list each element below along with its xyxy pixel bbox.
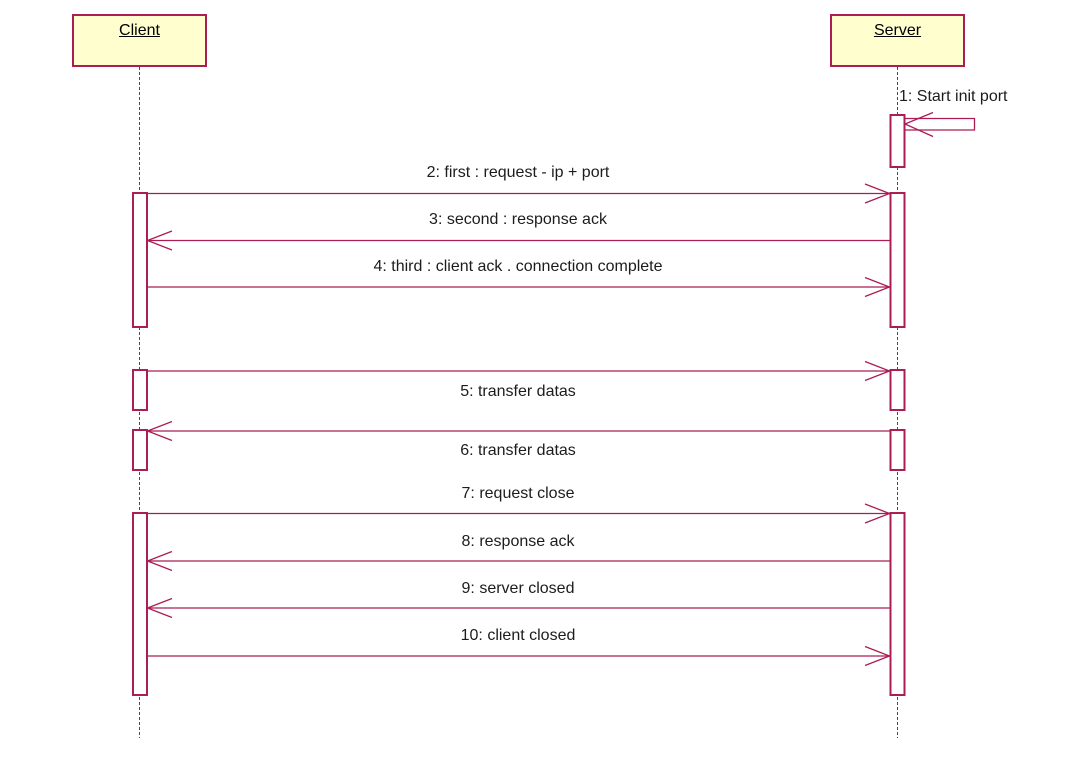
- message-4-arrow: [147, 276, 892, 298]
- message-3-arrow: [145, 230, 891, 251]
- message-label-9: 9: server closed: [461, 580, 575, 597]
- message-8-arrow: [145, 550, 891, 572]
- message-2-arrowhead: [864, 183, 892, 204]
- message-label-5: 5: transfer datas: [460, 383, 576, 400]
- client-activation-send: [132, 369, 148, 411]
- message-9-arrow: [145, 597, 891, 619]
- actor-client: Client: [72, 14, 207, 67]
- message-9-arrowhead: [145, 597, 173, 619]
- message-label-1: 1: Start init port: [899, 88, 1008, 105]
- server-activation-init: [889, 114, 906, 168]
- server-activation-connect: [889, 192, 906, 328]
- message-5-arrowhead: [864, 360, 892, 382]
- server-activation-close: [889, 512, 906, 696]
- message-6-arrowhead: [145, 420, 173, 442]
- message-6-arrow: [145, 420, 891, 442]
- message-8-arrowhead: [145, 550, 173, 572]
- message-3-arrowhead: [145, 230, 173, 251]
- server-activation-receive: [889, 369, 906, 411]
- actor-server-label: Server: [873, 22, 922, 39]
- message-label-3: 3: second : response ack: [429, 211, 607, 228]
- message-2-arrow: [147, 183, 892, 204]
- client-activation-receive: [132, 429, 148, 471]
- message-label-6: 6: transfer datas: [460, 442, 576, 459]
- message-label-7: 7: request close: [461, 485, 575, 502]
- message-label-10: 10: client closed: [460, 627, 576, 644]
- message-4-arrowhead: [864, 276, 892, 298]
- client-activation-connect: [132, 192, 148, 328]
- message-7-arrow: [147, 503, 892, 524]
- message-label-8: 8: response ack: [461, 533, 575, 550]
- actor-client-label: Client: [119, 22, 160, 39]
- actor-server: Server: [830, 14, 965, 67]
- message-7-arrowhead: [864, 503, 892, 524]
- message-1-arrowhead: [903, 111, 934, 138]
- message-1-found-arrow: [903, 111, 976, 138]
- message-10-arrow: [147, 645, 892, 667]
- message-5-arrow: [147, 360, 892, 382]
- server-activation-send: [889, 429, 906, 471]
- message-label-2: 2: first : request - ip + port: [426, 164, 610, 181]
- client-activation-close: [132, 512, 148, 696]
- message-10-arrowhead: [864, 645, 892, 667]
- message-label-4: 4: third : client ack . connection compl…: [373, 258, 663, 275]
